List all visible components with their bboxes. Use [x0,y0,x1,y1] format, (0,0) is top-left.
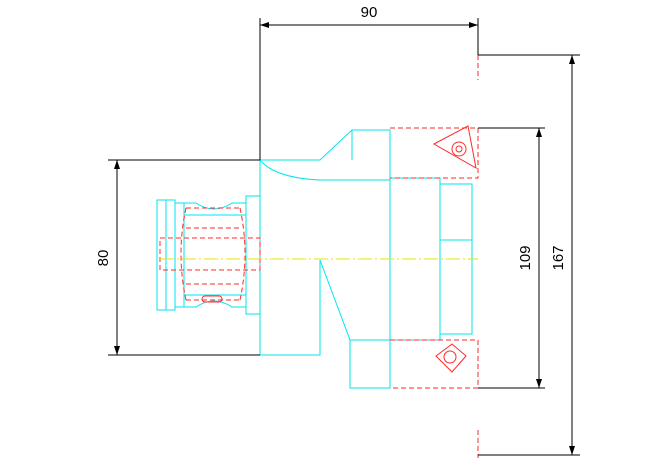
dim-167-label: 167 [550,245,567,270]
upper-insert-screw-center [455,145,463,153]
lower-pocket [390,339,479,389]
dim-90-label: 90 [361,4,378,21]
upper-pocket [390,127,479,179]
dim-109-label: 109 [517,245,534,270]
lower-insert [435,343,467,373]
bore-hidden [159,237,261,271]
body-chip-curve [259,159,390,181]
dimension-109: 109 [478,127,545,389]
shank-flange-right [174,202,185,308]
shank-flange-mid [165,199,176,311]
upper-insert-screw [451,141,467,157]
shank-hidden-curves [180,207,246,301]
shank-neck [183,202,247,308]
key-slot [201,295,223,303]
lower-insert-body [435,343,467,373]
upper-insert-body [432,125,477,169]
hidden-lines [159,55,479,458]
shank-flange-left [156,199,167,311]
upper-insert [432,125,477,169]
dimension-90: 90 [259,4,479,160]
shank-hidden-lines [186,207,240,301]
shank-collar [245,195,261,315]
dimension-80: 80 [95,159,260,356]
dim-80-label: 80 [95,250,112,267]
lower-insert-screw [443,350,457,364]
dimension-167: 167 [478,54,580,456]
